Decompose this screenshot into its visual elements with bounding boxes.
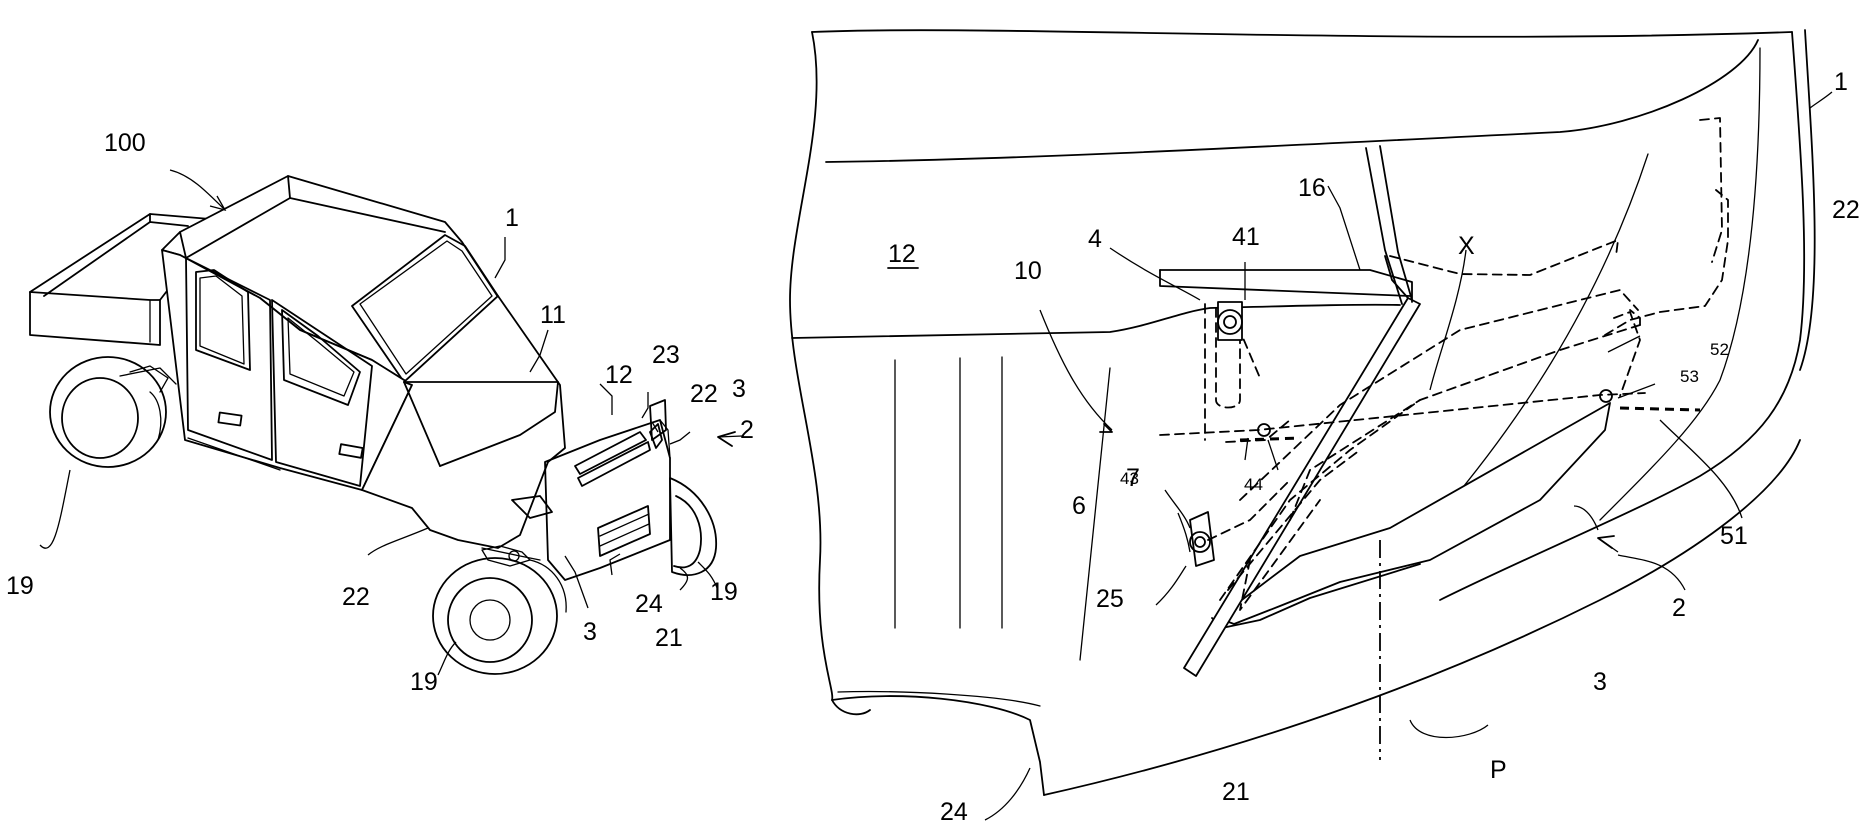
label-11: 11 bbox=[540, 301, 566, 329]
label-22-left: 22 bbox=[342, 583, 370, 611]
label-X: X bbox=[1458, 232, 1475, 260]
front-arrow-icon bbox=[718, 432, 735, 446]
label-22-right: 22 bbox=[690, 380, 718, 408]
label-bolt-7: 7 bbox=[1126, 464, 1140, 492]
label-19-rear: 19 bbox=[6, 572, 34, 600]
label-21-left: 21 bbox=[655, 624, 683, 652]
label-16: 16 bbox=[1298, 174, 1326, 202]
label-2-detail: 2 bbox=[1672, 594, 1686, 622]
front-left-wheel bbox=[433, 546, 566, 674]
label-1-left: 1 bbox=[505, 204, 519, 232]
front-right-wheel bbox=[670, 478, 716, 575]
label-24-detail: 24 bbox=[940, 798, 968, 822]
front-arrow-right-icon bbox=[1598, 536, 1614, 548]
label-3-right: 3 bbox=[732, 375, 746, 403]
label-3-detail: 3 bbox=[1593, 668, 1607, 696]
label-1-right: 1 bbox=[1834, 68, 1848, 96]
label-51: 51 bbox=[1720, 522, 1748, 550]
pivot-53-icon bbox=[1600, 390, 1612, 402]
label-2-left: 2 bbox=[740, 416, 754, 444]
label-100: 100 bbox=[104, 129, 146, 157]
upper-pivot bbox=[1218, 302, 1242, 340]
label-10: 10 bbox=[1014, 257, 1042, 285]
label-4: 4 bbox=[1088, 225, 1102, 253]
label-3-left: 3 bbox=[583, 618, 597, 646]
detail-figure bbox=[790, 30, 1832, 820]
label-53: 53 bbox=[1680, 367, 1699, 386]
label-52: 52 bbox=[1710, 340, 1729, 359]
label-24-left: 24 bbox=[635, 590, 663, 618]
pivot-44-icon bbox=[1258, 424, 1270, 436]
label-41: 41 bbox=[1232, 223, 1260, 251]
leaders-right bbox=[985, 92, 1832, 820]
detail-labels: 1 22 12 4 41 16 X 10 43 44 7 7 6 25 52 5… bbox=[888, 68, 1860, 822]
label-44: 44 bbox=[1244, 475, 1263, 494]
label-12-left: 12 bbox=[605, 361, 633, 389]
label-19-front-left: 19 bbox=[410, 668, 438, 696]
label-P: P bbox=[1490, 756, 1507, 784]
label-22-detail: 22 bbox=[1832, 196, 1860, 224]
label-19-front-right: 19 bbox=[710, 578, 738, 606]
label-6: 6 bbox=[1072, 492, 1086, 520]
label-23: 23 bbox=[652, 341, 680, 369]
label-12-detail: 12 bbox=[888, 240, 916, 268]
label-21-detail: 21 bbox=[1222, 778, 1250, 806]
label-25: 25 bbox=[1096, 585, 1124, 613]
rear-wheel bbox=[50, 357, 176, 467]
